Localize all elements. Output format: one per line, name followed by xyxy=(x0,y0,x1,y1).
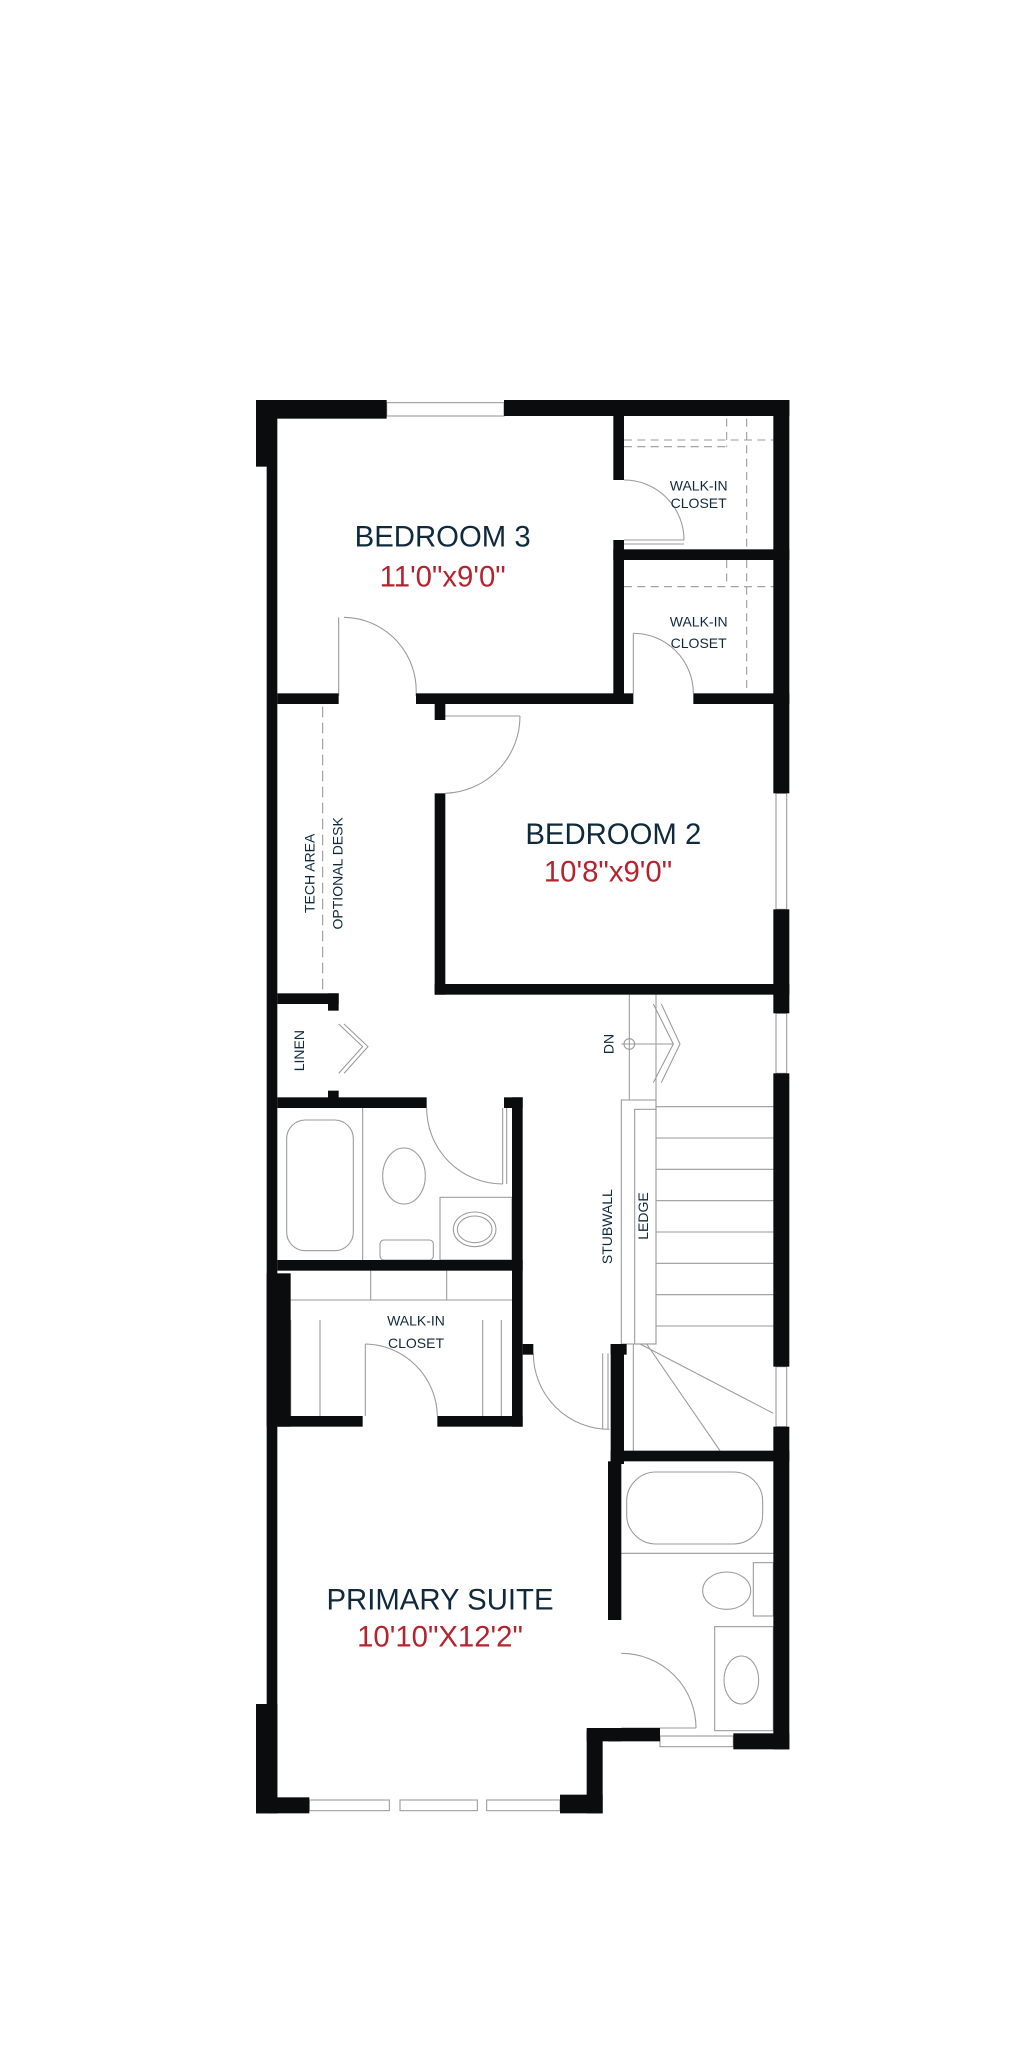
walls xyxy=(256,400,790,1814)
vanity xyxy=(714,1626,774,1732)
bathtub xyxy=(626,1471,764,1545)
walk-in-closet-label: CLOSET xyxy=(388,1335,444,1351)
wall xyxy=(437,1416,523,1427)
ledge xyxy=(634,1108,657,1345)
room-size-bedroom-3: 11'0"x9'0" xyxy=(380,561,506,594)
wall xyxy=(773,1426,790,1750)
down-label: DN xyxy=(600,1034,616,1054)
window xyxy=(486,1799,561,1812)
toilet xyxy=(702,1571,752,1610)
wall xyxy=(613,416,624,480)
toilet xyxy=(382,1147,426,1205)
walk-in-closet-label: WALK-IN xyxy=(387,1312,445,1328)
wall xyxy=(434,793,446,995)
tech-area-label: TECH AREA xyxy=(302,833,318,913)
wall xyxy=(277,993,339,1004)
wall xyxy=(434,984,790,995)
room-size-bedroom-2: 10'8"x9'0" xyxy=(544,855,672,888)
sink-icon xyxy=(723,1655,760,1705)
wall xyxy=(256,1797,310,1814)
wall xyxy=(613,549,790,560)
wall xyxy=(434,701,446,720)
linen-label: LINEN xyxy=(291,1030,307,1071)
sink-icon xyxy=(452,1211,497,1248)
walk-in-closet-label: CLOSET xyxy=(671,635,727,651)
window xyxy=(775,1366,788,1428)
room-size-primary-suite: 10'10"X12'2" xyxy=(357,1621,523,1654)
wall xyxy=(522,1344,534,1355)
wall xyxy=(277,1416,363,1427)
door-swing xyxy=(445,715,521,794)
closet-shelf xyxy=(624,418,774,694)
window xyxy=(399,1799,478,1812)
wall xyxy=(256,400,387,419)
walk-in-closet-label: WALK-IN xyxy=(670,478,728,494)
wall xyxy=(608,1728,622,1742)
wall xyxy=(328,993,339,1011)
walk-in-closet-label: WALK-IN xyxy=(670,614,728,630)
wall xyxy=(608,1461,622,1620)
wall xyxy=(693,693,790,704)
door-swing xyxy=(621,1652,697,1729)
wall xyxy=(256,1704,278,1814)
wall xyxy=(586,1728,660,1742)
vanity xyxy=(439,1196,513,1261)
door-swing xyxy=(364,1343,438,1417)
room-name-primary-suite: PRIMARY SUITE xyxy=(326,1583,553,1616)
room-name-bedroom-3: BEDROOM 3 xyxy=(355,521,531,554)
wall xyxy=(773,400,790,794)
optional-desk-label: OPTIONAL DESK xyxy=(330,817,346,930)
stair-treads xyxy=(656,1106,774,1327)
walk-in-closet-label: CLOSET xyxy=(671,495,727,511)
door-swing xyxy=(632,632,694,694)
window xyxy=(659,1735,734,1748)
wall xyxy=(266,400,278,1814)
window xyxy=(775,792,788,910)
wall xyxy=(586,1730,603,1814)
window xyxy=(775,1012,788,1074)
ledge-label: LEDGE xyxy=(635,1192,651,1239)
door-swing xyxy=(338,616,417,697)
door-swing xyxy=(426,1107,508,1185)
window xyxy=(386,402,505,417)
door-swing xyxy=(623,479,685,545)
bathtub xyxy=(286,1119,354,1252)
wall xyxy=(266,1273,291,1427)
door-swing xyxy=(532,1353,610,1430)
wall xyxy=(277,693,339,704)
down-arrow-icon xyxy=(621,1003,681,1083)
wall xyxy=(504,400,790,416)
wall xyxy=(613,540,624,703)
window xyxy=(308,1799,390,1812)
wall xyxy=(610,1344,624,1464)
stair-winder xyxy=(628,994,774,1451)
wall xyxy=(773,1073,790,1367)
wall xyxy=(773,909,790,1014)
wall xyxy=(416,693,634,704)
wall xyxy=(277,1260,523,1271)
room-name-bedroom-2: BEDROOM 2 xyxy=(525,818,701,851)
bifold-door xyxy=(338,1023,369,1074)
stubwall-label: STUBWALL xyxy=(599,1189,615,1264)
wall xyxy=(277,1097,427,1108)
wall xyxy=(610,1450,790,1462)
